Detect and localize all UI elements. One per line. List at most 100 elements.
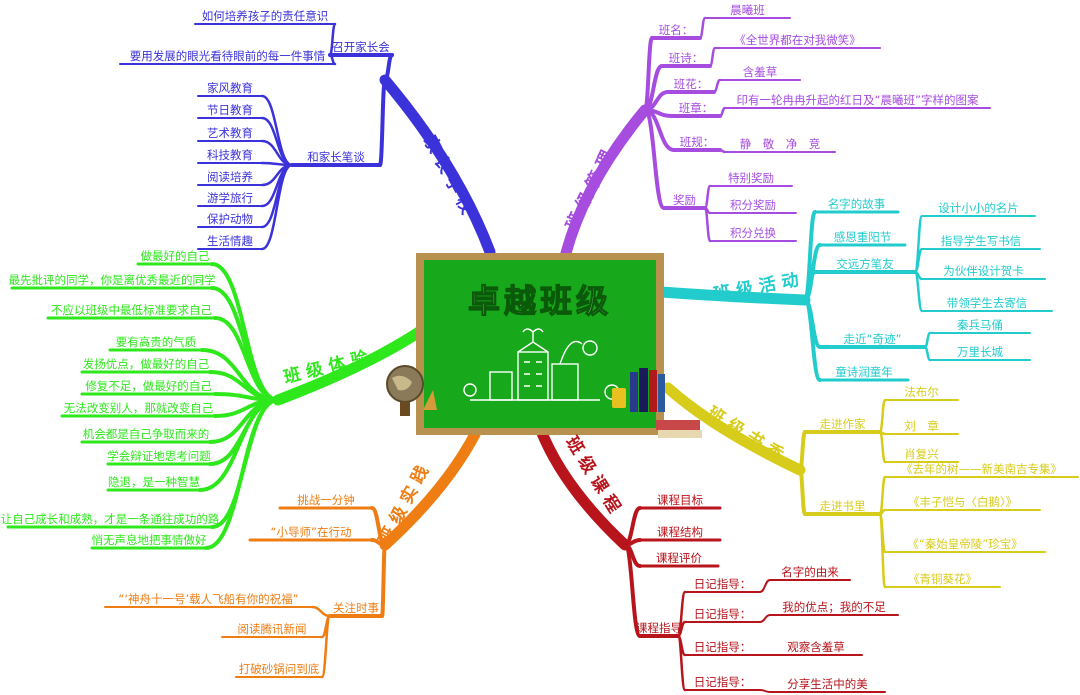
leaf-branch-line (718, 106, 727, 118)
child-node-label[interactable]: 关注时事 (333, 601, 379, 615)
leaf-branch-line (712, 78, 722, 94)
main-branch-line (272, 324, 428, 406)
child-node-label[interactable]: 不应以班级中最低标准要求自己 (51, 303, 212, 317)
globe-icon (386, 365, 437, 416)
leaf-node-label[interactable]: 《全世界都在对我微笑》 (734, 33, 861, 47)
child-node-label[interactable]: 班规： (680, 135, 715, 149)
leaf-node-label[interactable]: 游学旅行 (207, 191, 253, 205)
leaf-branch-line (878, 512, 887, 589)
child-node-label[interactable]: 课程目标 (657, 493, 703, 507)
child-node-label[interactable]: 班名： (659, 23, 694, 37)
child-node-label[interactable]: 课程指导 (636, 621, 682, 635)
child-node-label[interactable]: 发扬优点，做最好的自己 (83, 357, 210, 371)
child-node-label[interactable]: 班章： (679, 101, 714, 115)
child-branch-line (803, 298, 822, 382)
main-branch-line (662, 382, 806, 476)
child-node-label[interactable]: 班诗： (669, 51, 704, 65)
child-node-label[interactable]: 感恩重阳节 (834, 230, 892, 244)
child-node-label[interactable]: 班花： (674, 77, 709, 91)
leaf-node-label[interactable]: 含羞草 (743, 65, 778, 79)
leaf-node-label[interactable]: 节日教育 (207, 103, 253, 117)
leaf-node-value[interactable]: 我的优点；我的不足 (782, 600, 886, 614)
leaf-node-label[interactable]: 刘 章 (904, 419, 939, 433)
leaf-node-label[interactable]: 静 敬 净 竞 (740, 137, 821, 151)
child-node-label[interactable]: 和家长笔谈 (307, 150, 365, 164)
leaf-node-label[interactable]: 阅读培养 (207, 170, 253, 184)
child-node-label[interactable]: “小导师”在行动 (271, 525, 352, 539)
leaf-node-label[interactable]: “‘神舟十一号’载人飞船有你的祝福” (118, 592, 298, 606)
leaf-node-label[interactable]: 生活情趣 (207, 234, 253, 248)
child-node-label[interactable]: 走近“奇迹” (844, 332, 902, 346)
leaf-node-label[interactable]: 如何培养孩子的责任意识 (202, 9, 329, 23)
child-node-label[interactable]: 让自己成长和成熟，才是一条通往成功的路 (1, 512, 220, 526)
leaf-node-label[interactable]: 日记指导： (694, 577, 752, 591)
leaf-value-line (759, 579, 771, 593)
leaf-node-label[interactable]: 印有一轮冉冉升起的红日及“晨曦班”字样的图案 (737, 93, 979, 107)
leaf-node-label[interactable]: 积分奖励 (730, 198, 776, 212)
leaf-node-label[interactable]: 积分兑换 (730, 226, 776, 240)
child-node-label[interactable]: 做最好的自己 (141, 249, 210, 263)
child-node-label[interactable]: 要有高贵的气质 (116, 335, 197, 349)
child-node-label[interactable]: 走进作家 (820, 417, 866, 431)
leaf-node-label[interactable]: 法布尔 (904, 385, 939, 399)
child-node-label[interactable]: 机会都是自己争取而来的 (83, 427, 210, 441)
child-node-label[interactable]: 学会辩证地思考问题 (107, 449, 211, 463)
leaf-node-value[interactable]: 名字的由来 (781, 565, 839, 579)
leaf-node-value[interactable]: 分享生活中的美 (787, 677, 868, 691)
leaf-node-value[interactable]: 观察含羞草 (787, 640, 845, 654)
leaf-node-label[interactable]: 家风教育 (207, 81, 253, 95)
leaf-value-line (759, 614, 771, 623)
child-node-label[interactable]: 课程评价 (656, 551, 702, 565)
leaf-node-label[interactable]: 带领学生去寄信 (947, 296, 1028, 310)
child-node-label[interactable]: 名字的故事 (828, 197, 886, 211)
child-node-label[interactable]: 课程结构 (657, 525, 703, 539)
leaf-node-label[interactable]: 晨曦班 (730, 3, 765, 17)
leaf-node-label[interactable]: 《青铜葵花》 (908, 572, 977, 586)
child-node-label[interactable]: 修复不足，做最好的自己 (85, 379, 212, 393)
child-node-label[interactable]: 召开家长会 (332, 40, 390, 54)
leaf-branch-line (913, 270, 924, 313)
leaf-node-label[interactable]: 秦兵马俑 (957, 318, 1003, 332)
leaf-node-label[interactable]: 日记指导： (694, 675, 752, 689)
branches-layer (6, 16, 1079, 693)
child-node-label[interactable]: 无法改变别人，那就改变自己 (64, 401, 214, 415)
leaf-node-label[interactable]: 阅读腾讯新闻 (238, 622, 307, 636)
child-branch-line (623, 543, 642, 638)
child-node-label[interactable]: 悄无声息地把事情做好 (92, 533, 207, 547)
leaf-node-label[interactable]: 《丰子恺与〈白鹅〉》 (908, 495, 1017, 509)
branch-label[interactable]: 班级书香 (703, 402, 792, 469)
leaf-node-label[interactable]: 万里长城 (957, 345, 1003, 359)
leaf-branch-line (260, 163, 294, 251)
leaf-branch-line (320, 614, 332, 679)
child-node-label[interactable]: 奖励 (673, 193, 696, 207)
leaf-node-label[interactable]: 《去年的树——新美南吉专集》 (901, 462, 1062, 476)
central-title: 卓越班级 (468, 282, 612, 320)
leaf-branch-line (878, 430, 887, 464)
child-node-label[interactable]: 交远方笔友 (836, 257, 894, 271)
leaf-node-label[interactable]: 打破砂锅问到底 (239, 662, 320, 676)
branch-label[interactable]: 班级管理 (561, 142, 620, 234)
leaf-node-label[interactable]: 《“秦始皇帝陵”珍宝》 (907, 537, 1022, 551)
leaf-node-label[interactable]: 科技教育 (207, 148, 253, 162)
leaf-node-label[interactable]: 指导学生写书信 (941, 234, 1022, 248)
child-node-label[interactable]: 走进书里 (820, 499, 866, 513)
leaf-node-label[interactable]: 要用发展的眼光看待眼前的每一件事情 (130, 49, 326, 63)
child-node-label[interactable]: 童诗润童年 (835, 365, 893, 379)
child-node-label[interactable]: 隐退，是一种智慧 (108, 475, 200, 489)
leaf-node-label[interactable]: 设计小小的名片 (938, 201, 1019, 215)
leaf-node-label[interactable]: 为伙伴设计贺卡 (943, 264, 1024, 278)
leaf-node-label[interactable]: 保护动物 (207, 212, 253, 226)
leaf-node-label[interactable]: 日记指导： (694, 607, 752, 621)
school-doodle-icon (463, 328, 620, 401)
child-node-label[interactable]: 挑战一分钟 (297, 493, 355, 507)
leaf-node-label[interactable]: 肖复兴 (904, 447, 939, 461)
leaf-branch-line (923, 345, 932, 362)
branch-label[interactable]: 家长学校 (419, 132, 481, 223)
child-node-label[interactable]: 最先批评的同学，你是离优秀最近的同学 (9, 273, 216, 287)
leaf-node-label[interactable]: 艺术教育 (207, 126, 253, 140)
leaf-node-label[interactable]: 日记指导： (694, 640, 752, 654)
leaf-branch-line (708, 46, 717, 68)
leaf-node-label[interactable]: 特别奖励 (728, 171, 774, 185)
